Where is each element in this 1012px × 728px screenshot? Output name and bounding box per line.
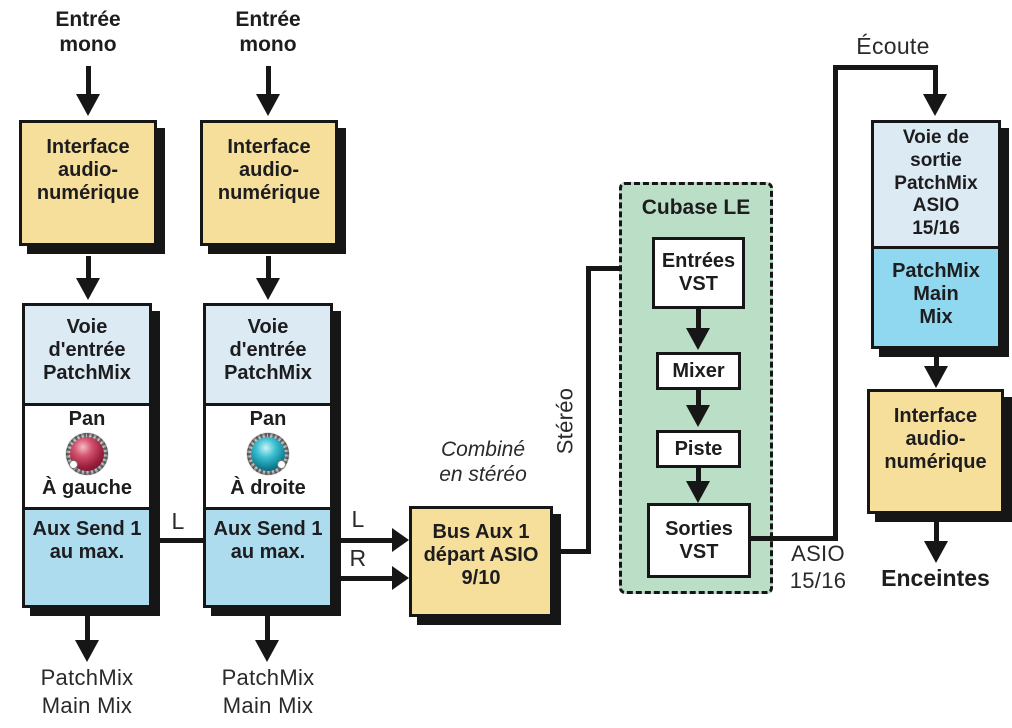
cubase-title: Cubase LE (641, 196, 751, 219)
aux-send-1: Aux Send 1 au max. (25, 507, 149, 605)
pan-label-1: Pan (68, 408, 106, 430)
monitor-wire-vertical (833, 65, 838, 541)
cubase-arrow-2 (686, 390, 710, 427)
left-channel-wire (152, 538, 203, 543)
flow-arrow-input-2 (256, 66, 280, 116)
strip-header-2: Voie d'entrée PatchMix (206, 306, 330, 406)
cubase-node-track: Piste (656, 430, 741, 468)
mainmix-label-2: PatchMix Main Mix (221, 665, 315, 718)
cubase-arrow-3 (686, 468, 710, 503)
cubase-arrow-1 (686, 309, 710, 350)
audio-interface-box-2: Interface audio- numérique (200, 120, 338, 246)
flow-arrow-mainmix-1 (75, 616, 99, 662)
bus-left-label: L (351, 506, 365, 532)
flow-arrow-interface-2 (256, 256, 280, 300)
flow-arrow-interface-1 (76, 256, 100, 300)
pan-section-1: Pan À gauche (25, 406, 149, 507)
monitor-wire-top (833, 65, 938, 70)
strip-header-1: Voie d'entrée PatchMix (25, 306, 149, 406)
cubase-node-vst-inputs: Entrées VST (652, 237, 745, 309)
pan-label-2: Pan (249, 408, 287, 430)
speakers-label: Enceintes (881, 565, 990, 591)
monitor-label: Écoute (856, 33, 930, 59)
stereo-wire-vertical (586, 266, 591, 554)
asio-out-label: ASIO 15/16 (789, 541, 847, 593)
flow-arrow-output-interface (924, 354, 948, 388)
flow-arrow-speakers (924, 518, 948, 563)
bus-right-arrow (333, 566, 409, 590)
pan-knob-teal-icon (247, 433, 289, 475)
patchmix-output-strip: Voie de sortie PatchMix ASIO 15/16 Patch… (871, 120, 1001, 349)
patchmix-input-strip-1: Voie d'entrée PatchMix Pan À gauche Aux … (22, 303, 152, 608)
audio-interface-box-output: Interface audio- numérique (867, 389, 1004, 514)
pan-value-1: À gauche (41, 477, 133, 499)
asio-out-wire (751, 536, 838, 541)
pan-section-2: Pan À droite (206, 406, 330, 507)
flow-arrow-input-1 (76, 66, 100, 116)
patchmix-input-strip-2: Voie d'entrée PatchMix Pan À droite Aux … (203, 303, 333, 608)
pan-value-2: À droite (230, 477, 306, 499)
flow-arrow-mainmix-2 (255, 616, 279, 662)
pan-knob-red-icon (66, 433, 108, 475)
bus-left-arrow (333, 528, 409, 552)
stereo-label: Stéréo (552, 387, 578, 455)
cubase-node-mixer: Mixer (656, 352, 741, 390)
output-main-mix: PatchMix Main Mix (874, 249, 998, 346)
input-mono-label-2: Entrée mono (235, 8, 301, 56)
cubase-node-vst-outputs: Sorties VST (647, 503, 751, 578)
bus-aux-box: Bus Aux 1 départ ASIO 9/10 (409, 506, 553, 617)
left-wire-label: L (171, 508, 185, 534)
mainmix-label-1: PatchMix Main Mix (40, 665, 134, 718)
audio-interface-box-1: Interface audio- numérique (19, 120, 157, 246)
monitor-arrow (923, 65, 947, 116)
combined-stereo-label: Combiné en stéréo (439, 438, 527, 486)
stereo-wire-bottom (553, 549, 591, 554)
bus-right-label: R (349, 545, 367, 571)
input-mono-label-1: Entrée mono (55, 8, 121, 56)
aux-send-2: Aux Send 1 au max. (206, 507, 330, 605)
output-strip-header: Voie de sortie PatchMix ASIO 15/16 (874, 123, 998, 249)
